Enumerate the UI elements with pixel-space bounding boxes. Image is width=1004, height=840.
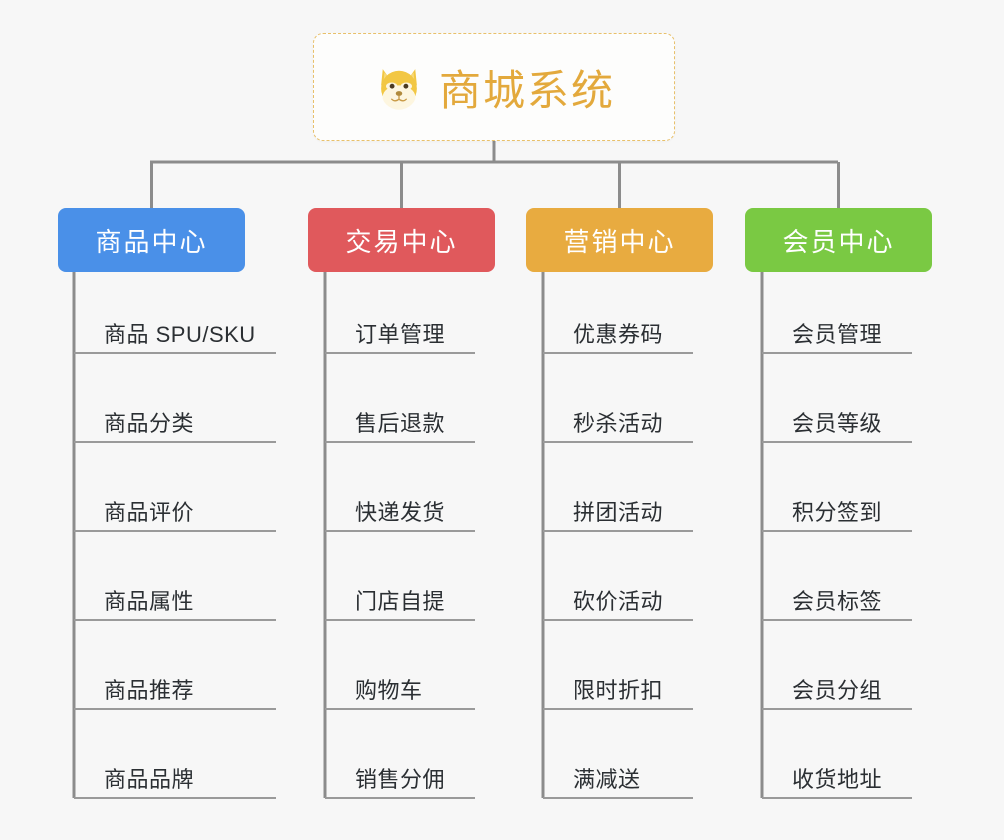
category-header-product-center[interactable]: 商品中心 (58, 208, 245, 272)
leaf-item-label: 订单管理 (355, 322, 446, 347)
leaf-item[interactable]: 拼团活动 (543, 487, 693, 531)
leaf-item-label: 商品品牌 (104, 767, 195, 792)
leaf-item-label: 收货地址 (792, 767, 883, 792)
leaf-item-label: 门店自提 (355, 589, 446, 614)
leaf-item-label: 限时折扣 (573, 678, 664, 703)
leaf-item-label: 销售分佣 (355, 767, 446, 792)
leaf-item-label: 商品推荐 (104, 678, 195, 703)
category-header-label: 会员中心 (782, 226, 895, 257)
category-header-marketing-center[interactable]: 营销中心 (526, 208, 713, 272)
leaf-item-label: 满减送 (573, 767, 641, 792)
leaf-item[interactable]: 会员分组 (762, 665, 912, 709)
leaf-item-label: 会员等级 (792, 411, 883, 436)
leaf-item-label: 秒杀活动 (573, 411, 664, 436)
leaf-item[interactable]: 秒杀活动 (543, 398, 693, 442)
leaf-item[interactable]: 商品属性 (74, 576, 276, 620)
root-node[interactable]: 商城系统 (313, 33, 675, 141)
leaf-item-label: 快递发货 (355, 500, 446, 525)
leaf-item[interactable]: 会员等级 (762, 398, 912, 442)
leaf-item-label: 会员分组 (792, 678, 883, 703)
leaf-item-label: 售后退款 (355, 411, 446, 436)
leaf-item-label: 积分签到 (792, 500, 883, 525)
leaf-item[interactable]: 销售分佣 (325, 754, 475, 798)
category-header-trade-center[interactable]: 交易中心 (308, 208, 495, 272)
leaf-item[interactable]: 商品 SPU/SKU (74, 309, 276, 353)
category-header-label: 交易中心 (345, 226, 458, 257)
leaf-item[interactable]: 限时折扣 (543, 665, 693, 709)
leaf-item[interactable]: 会员管理 (762, 309, 912, 353)
leaf-item-label: 会员管理 (792, 322, 883, 347)
leaf-item-label: 砍价活动 (573, 589, 664, 614)
leaf-item-label: 商品分类 (104, 411, 195, 436)
leaf-item[interactable]: 积分签到 (762, 487, 912, 531)
leaf-item-label: 商品属性 (104, 589, 195, 614)
leaf-item[interactable]: 砍价活动 (543, 576, 693, 620)
leaf-item[interactable]: 商品分类 (74, 398, 276, 442)
category-header-label: 营销中心 (563, 226, 676, 257)
leaf-item[interactable]: 满减送 (543, 754, 693, 798)
leaf-item-label: 会员标签 (792, 589, 883, 614)
leaf-item[interactable]: 收货地址 (762, 754, 912, 798)
leaf-item[interactable]: 快递发货 (325, 487, 475, 531)
category-header-member-center[interactable]: 会员中心 (745, 208, 932, 272)
leaf-item[interactable]: 商品品牌 (74, 754, 276, 798)
leaf-item[interactable]: 优惠券码 (543, 309, 693, 353)
leaf-item[interactable]: 门店自提 (325, 576, 475, 620)
leaf-item[interactable]: 售后退款 (325, 398, 475, 442)
leaf-item[interactable]: 商品推荐 (74, 665, 276, 709)
leaf-item-label: 优惠券码 (573, 322, 664, 347)
leaf-item[interactable]: 订单管理 (325, 309, 475, 353)
leaf-item-label: 拼团活动 (573, 500, 664, 525)
leaf-item-label: 购物车 (355, 678, 423, 703)
category-header-label: 商品中心 (95, 226, 208, 257)
leaf-item[interactable]: 商品评价 (74, 487, 276, 531)
shiba-dog-icon (373, 61, 425, 113)
leaf-item[interactable]: 会员标签 (762, 576, 912, 620)
leaf-item[interactable]: 购物车 (325, 665, 475, 709)
root-title: 商城系统 (438, 66, 615, 114)
leaf-item-label: 商品 SPU/SKU (104, 322, 256, 347)
leaf-item-label: 商品评价 (104, 500, 195, 525)
